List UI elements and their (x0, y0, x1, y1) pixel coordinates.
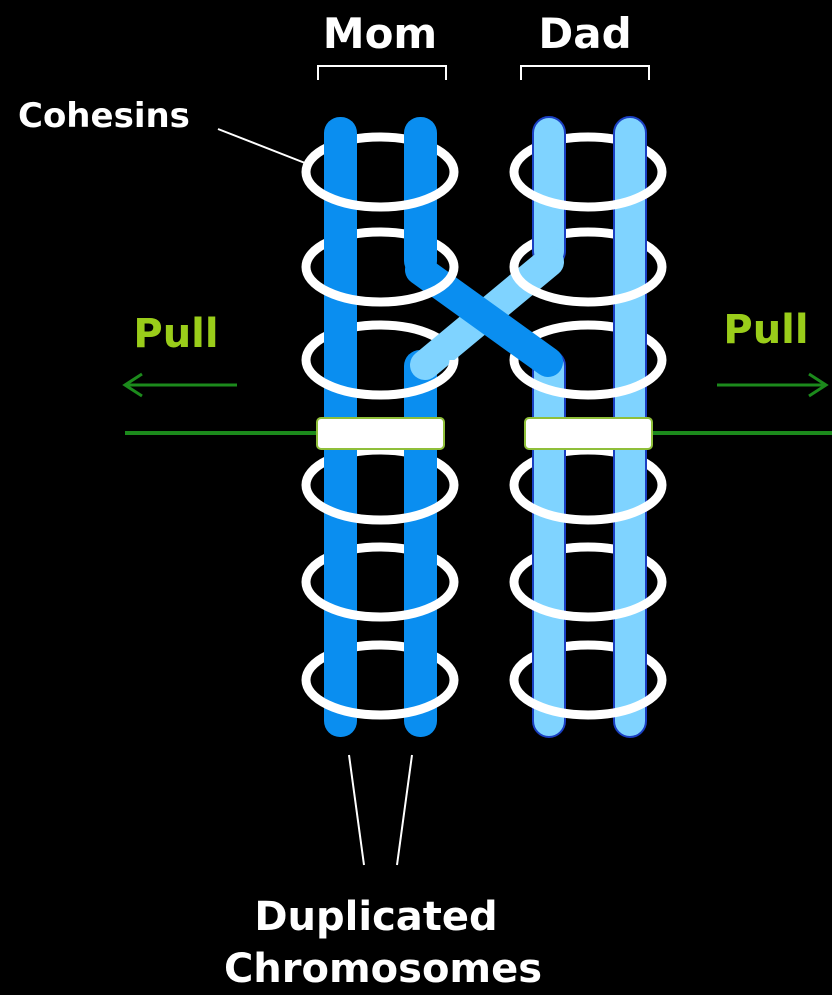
cohesin-ring-dad-2-front (509, 266, 667, 307)
cohesin-ring-mom-5-front (301, 581, 459, 622)
duplicated-label-line2: Chromosomes (224, 946, 542, 992)
cohesin-ring-dad-6-back (509, 640, 667, 681)
cohesin-ring-dad-5-back (509, 542, 667, 583)
cohesin-ring-mom-4-front (301, 484, 459, 525)
dad-chromatid-inner-bottom (532, 349, 566, 738)
mom-label: Mom (323, 9, 437, 58)
cohesin-ring-dad-3-front (509, 359, 667, 400)
mom-bracket (317, 65, 447, 80)
cohesin-ring-dad-4-back (509, 445, 667, 486)
cohesin-ring-dad-1-back (509, 132, 667, 173)
cohesin-ring-mom-4-back (301, 445, 459, 486)
cohesin-ring-mom-1-front (301, 171, 459, 212)
cohesin-ring-mom-6-front (301, 679, 459, 720)
cohesin-ring-dad-5-front (509, 581, 667, 622)
cohesin-rings-back (301, 132, 667, 681)
duplicated-label-line1: Duplicated (254, 894, 497, 940)
duplicated-pointer-left (348, 754, 365, 866)
cohesins-pointer-line (217, 128, 306, 164)
cohesin-ring-mom-6-back (301, 640, 459, 681)
cohesin-ring-dad-2-back (509, 227, 667, 268)
centromere-mom (316, 417, 445, 450)
mom-chromatid-inner-bottom (404, 350, 437, 737)
dad-label: Dad (538, 9, 631, 58)
dad-bracket (520, 65, 650, 80)
cohesin-ring-mom-3-front (301, 359, 459, 400)
cohesin-ring-mom-5-back (301, 542, 459, 583)
cohesin-ring-dad-4-front (509, 484, 667, 525)
cohesin-ring-dad-1-front (509, 171, 667, 212)
cohesin-rings-front (301, 171, 667, 720)
pull-arrow-left (122, 372, 237, 398)
duplicated-pointer-right (396, 754, 413, 866)
cohesins-label: Cohesins (18, 96, 190, 136)
dad-chromatid-inner-top (532, 116, 566, 268)
cohesin-ring-dad-6-front (509, 679, 667, 720)
pull-label-left: Pull (133, 311, 218, 357)
centromere-dad (524, 417, 653, 450)
cohesin-ring-mom-1-back (301, 132, 459, 173)
cohesin-ring-mom-2-back (301, 227, 459, 268)
pull-label-right: Pull (723, 307, 808, 353)
pull-arrow-right (717, 372, 829, 398)
cohesin-ring-mom-2-front (301, 266, 459, 307)
